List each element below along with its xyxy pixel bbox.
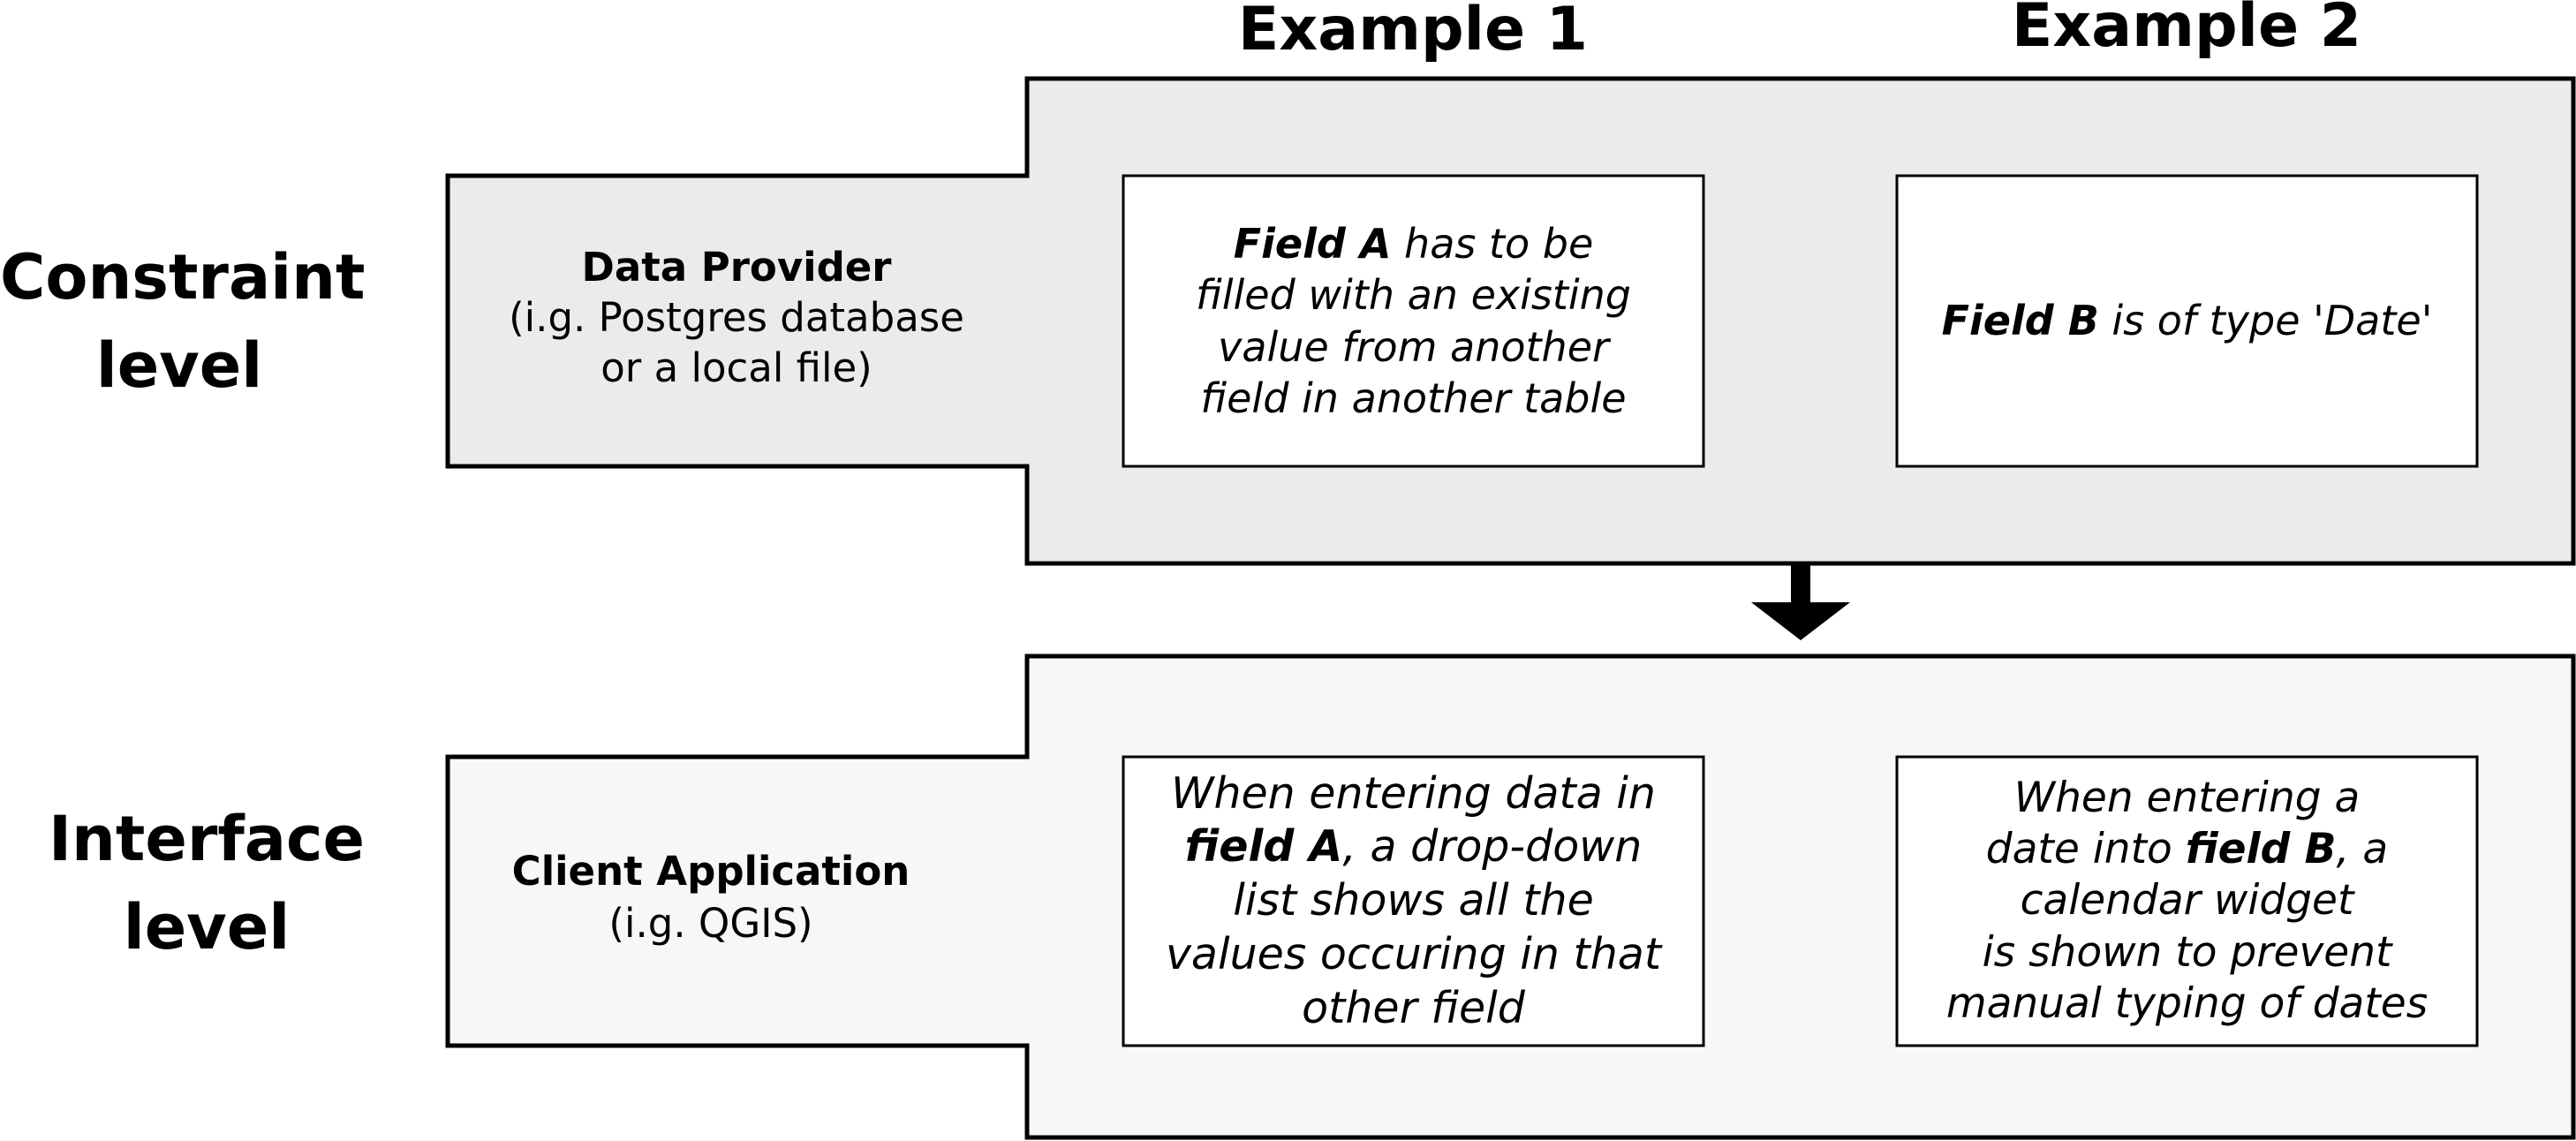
constraint-example1-line1: has to be — [1391, 219, 1594, 268]
constraint-example1-text-area: Field A has to be filled with an existin… — [1123, 176, 1703, 466]
interface-example2-line3: calendar widget — [2020, 876, 2354, 926]
interface-example2-line4: is shown to prevent — [1982, 927, 2392, 977]
interface-example2-field-name: field B — [2185, 825, 2337, 874]
interface-example2-line1: When entering a — [2013, 773, 2361, 822]
interface-example1-line3: list shows all the — [1233, 875, 1594, 926]
column-header-example1-label: Example 1 — [1237, 0, 1589, 64]
interface-example1-line1: When entering data in — [1171, 767, 1656, 819]
interface-example1-text: When entering data in field A, a drop-do… — [1166, 767, 1661, 1036]
constraint-example2-box — [1895, 174, 2479, 468]
constraint-example1-line2: filled with an existing — [1195, 271, 1632, 320]
constraint-example1-line4: field in another table — [1200, 374, 1627, 422]
interface-example1-field-name: field A — [1184, 821, 1343, 873]
interface-example1-line4: values occuring in that — [1165, 928, 1662, 979]
interface-example2-line5: manual typing of dates — [1945, 979, 2429, 1028]
constraint-level-label-line1: Constraint — [0, 241, 366, 314]
client-application-label: Client Application (i.g. QGIS) — [448, 845, 974, 950]
constraint-example2-field-name: Field B — [1941, 297, 2099, 345]
down-arrow-icon — [1751, 563, 1850, 640]
column-header-example2-label: Example 2 — [2011, 0, 2362, 61]
interface-example2-text-area: When entering a date into field B, a cal… — [1897, 757, 2477, 1046]
interface-example2-line2-end: , a — [2336, 825, 2389, 874]
interface-example1-line5: other field — [1302, 982, 1525, 1033]
constraint-example1-line3: value from another — [1218, 322, 1609, 371]
interface-example2-line2-start: date into — [1985, 825, 2186, 874]
interface-level-label: Interface level — [23, 795, 390, 971]
client-application-title: Client Application — [511, 848, 910, 895]
constraint-example1-field-name: Field A — [1233, 219, 1392, 268]
column-header-example1: Example 1 — [1148, 0, 1678, 60]
data-provider-subtitle-line2: or a local file) — [601, 344, 873, 392]
constraint-example2-end: ' — [2421, 297, 2433, 345]
client-application-subtitle: (i.g. QGIS) — [608, 900, 813, 948]
constraint-level-label-line2: level — [95, 329, 263, 403]
constraint-example2-text-area: Field B is of type 'Date' — [1897, 176, 2477, 466]
data-provider-title: Data Provider — [581, 244, 892, 291]
constraint-example1-box — [1122, 174, 1705, 468]
data-provider-label: Data Provider (i.g. Postgres database or… — [472, 242, 1001, 393]
constraint-example2-middle: is of type ' — [2098, 297, 2324, 345]
interface-example1-text-area: When entering data in field A, a drop-do… — [1123, 757, 1703, 1046]
interface-example1-box — [1122, 755, 1705, 1047]
interface-example1-line2: , a drop-down — [1342, 821, 1643, 873]
interface-example2-box — [1895, 755, 2479, 1047]
interface-level-label-line1: Interface — [49, 803, 365, 875]
data-provider-subtitle-line1: (i.g. Postgres database — [509, 294, 964, 342]
constraint-example2-text: Field B is of type 'Date' — [1942, 295, 2433, 346]
constraint-example2-type: Date — [2323, 297, 2421, 345]
interface-example2-text: When entering a date into field B, a cal… — [1946, 773, 2428, 1030]
constraint-level-label: Constraint level — [0, 233, 366, 410]
interface-level-label-line2: level — [123, 891, 291, 964]
column-header-example2: Example 2 — [1922, 0, 2451, 57]
constraint-example1-text: Field A has to be filled with an existin… — [1196, 218, 1631, 425]
